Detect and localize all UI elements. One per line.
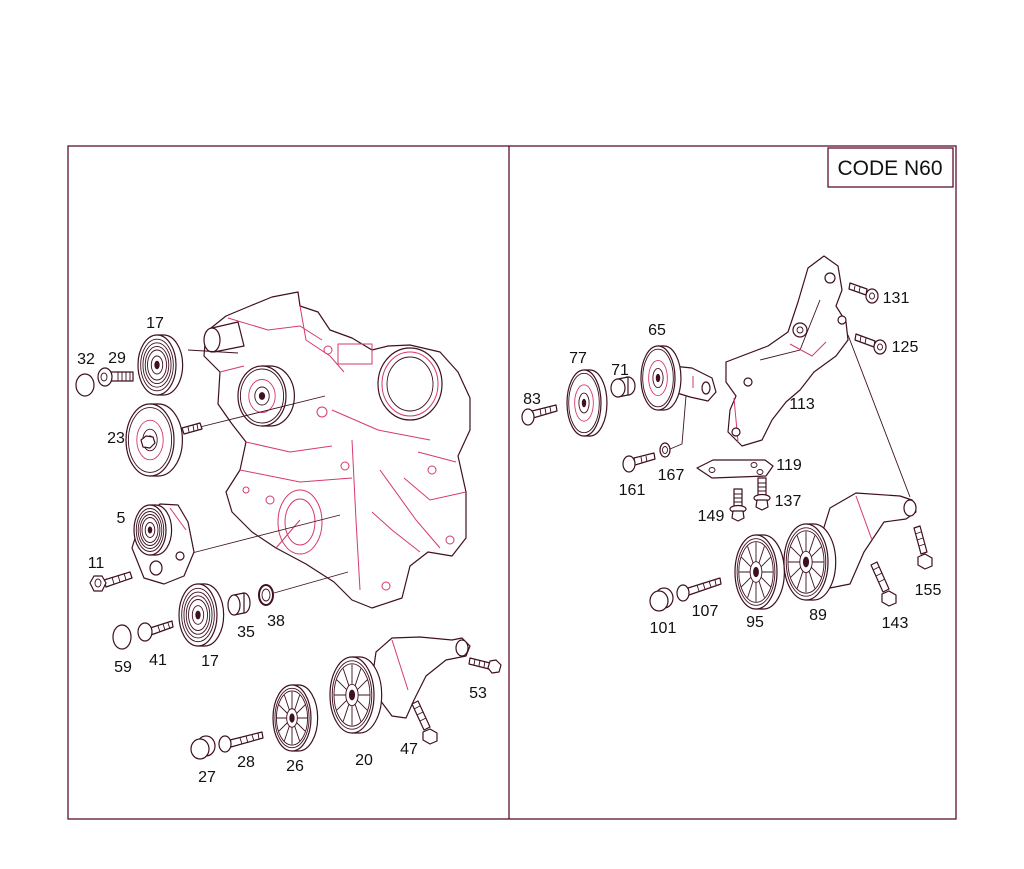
part-137-bolt: [753, 477, 771, 511]
part-47-bolt: [411, 700, 438, 745]
part-155-bolt: [913, 525, 933, 570]
part-32-cap: [75, 373, 95, 397]
callout-77[interactable]: 77: [569, 350, 587, 367]
part-53-bolt: [468, 657, 502, 674]
part-167-washer: [659, 442, 671, 458]
diagram-frame: [67, 145, 957, 820]
callout-131[interactable]: 131: [883, 290, 910, 307]
part-timing-cover-housing: [203, 291, 471, 609]
callout-89[interactable]: 89: [809, 607, 827, 624]
left-panel: 17 32 29 23 5 11 59 41 17 35 38 53 27 28…: [75, 291, 502, 786]
callout-59[interactable]: 59: [114, 659, 132, 676]
callout-113[interactable]: 113: [789, 396, 815, 413]
part-125-bolt: [854, 333, 887, 355]
callout-107[interactable]: 107: [692, 603, 719, 620]
part-143-bolt: [870, 561, 897, 607]
callout-26[interactable]: 26: [286, 758, 304, 775]
part-5-tensioner: [132, 504, 195, 585]
part-83-bolt: [521, 404, 558, 426]
part-89-tensioner-pulley: [784, 492, 917, 600]
callout-27[interactable]: 27: [198, 769, 216, 786]
part-65-idler-arm-pulley: [641, 346, 717, 410]
callout-47[interactable]: 47: [400, 741, 418, 758]
callout-83[interactable]: 83: [523, 391, 541, 408]
code-label: CODE N60: [837, 157, 942, 180]
callout-20[interactable]: 20: [355, 752, 373, 769]
part-131-bolt: [848, 282, 879, 304]
leader-lines-left: [187, 349, 349, 594]
part-71-spacer: [610, 376, 636, 398]
callout-5[interactable]: 5: [117, 510, 126, 527]
callout-11[interactable]: 11: [88, 555, 105, 572]
part-17-lower-pulley: [179, 584, 224, 646]
callout-143[interactable]: 143: [882, 615, 909, 632]
part-59-cap: [112, 624, 132, 650]
part-35-spacer: [227, 592, 251, 616]
callout-167[interactable]: 167: [658, 467, 685, 484]
part-23-pulley: [126, 404, 202, 476]
callout-101[interactable]: 101: [650, 620, 677, 637]
callout-119[interactable]: 119: [776, 457, 802, 474]
part-113-bracket: [725, 255, 849, 447]
right-panel: 65 77 71 83 131 125 113 161 167 119 149 …: [521, 255, 942, 637]
callout-17-upper[interactable]: 17: [146, 315, 164, 332]
callout-35[interactable]: 35: [237, 624, 255, 641]
part-161-bolt: [622, 452, 656, 473]
part-29-bolt: [97, 367, 134, 387]
code-badge: CODE N60: [827, 147, 954, 188]
callout-149[interactable]: 149: [698, 508, 725, 525]
part-95-pulley: [735, 535, 784, 609]
callout-71[interactable]: 71: [611, 362, 629, 379]
callout-161[interactable]: 161: [619, 482, 646, 499]
callout-65[interactable]: 65: [648, 322, 666, 339]
part-77-pulley: [567, 370, 607, 436]
callout-29[interactable]: 29: [108, 350, 126, 367]
part-27-nut-cap: [190, 735, 216, 760]
callout-28[interactable]: 28: [237, 754, 255, 771]
part-26-pulley: [273, 685, 318, 751]
callout-53[interactable]: 53: [469, 685, 487, 702]
callout-32[interactable]: 32: [77, 351, 95, 368]
part-101-cap: [649, 587, 674, 612]
part-28-bolt: [218, 731, 264, 753]
part-17-upper-pulley: [138, 335, 183, 395]
part-41-bolt: [137, 620, 174, 642]
part-20-tensioner-pulley: [330, 637, 471, 733]
callout-155[interactable]: 155: [915, 582, 942, 599]
callout-125[interactable]: 125: [892, 339, 919, 356]
callout-137[interactable]: 137: [775, 493, 802, 510]
leader-lines-right: [669, 334, 911, 498]
part-107-bolt: [676, 577, 722, 602]
callout-41[interactable]: 41: [149, 652, 167, 669]
callout-38[interactable]: 38: [267, 613, 285, 630]
callout-17-lower[interactable]: 17: [201, 653, 219, 670]
callout-23[interactable]: 23: [107, 430, 125, 447]
part-11-bolt: [89, 571, 133, 592]
part-38-bearing: [258, 584, 274, 606]
part-149-bolt: [729, 488, 747, 522]
callout-95[interactable]: 95: [746, 614, 764, 631]
part-119-plate: [696, 459, 774, 479]
